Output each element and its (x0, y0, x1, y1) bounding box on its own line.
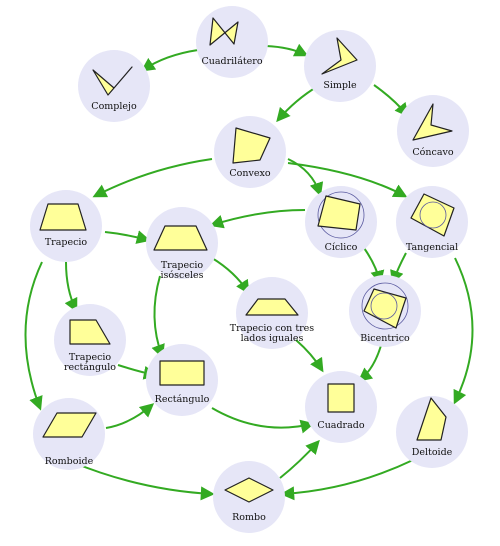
node-label: rectángulo (64, 362, 116, 373)
node-label: Convexo (229, 168, 270, 179)
node-bicentrico: Bicentrico (349, 275, 421, 347)
edges (24, 43, 474, 501)
rectangle-shape (159, 360, 205, 386)
edge-cuadrilatero-simple (265, 43, 309, 57)
edge-convexo-ciclico (287, 158, 324, 197)
inscribed-circle (370, 292, 398, 320)
edge-rectangulo-cuadrado (211, 407, 315, 434)
node-trapecio: Trapecio (30, 190, 102, 262)
concave-quadrilateral-shape (412, 103, 453, 141)
node-deltoide: Deltoide (396, 396, 468, 468)
edge-bicentrico-cuadrado (357, 341, 383, 382)
right-trapezoid-shape (69, 319, 111, 345)
edge-romboide-rombo (71, 461, 215, 501)
node-label: Trapecio (69, 352, 112, 363)
edge-cuadrilatero-complejo (140, 49, 199, 72)
node-tangencial: Tangencial (396, 186, 468, 258)
tangential-quadrilateral-shape (410, 193, 455, 237)
edge-ciclico-isosceles (209, 209, 306, 229)
bowtie-shape (92, 66, 133, 96)
circumscribed-circle (361, 282, 409, 330)
edge-tangencial-deltoide (453, 257, 474, 405)
edge-convexo-trapecio (92, 158, 213, 198)
trapezoid-shape (39, 203, 87, 231)
node-concavo: Cóncavo (397, 95, 469, 167)
node-label: lados iguales (241, 333, 304, 344)
edge-simple-convexo (276, 85, 319, 123)
node-simple: Simple (304, 30, 376, 102)
node-cuadrilatero: Cuadrilátero (196, 6, 268, 78)
node-rombo: Rombo (213, 461, 285, 533)
edge-trapecio-rectangulo-trap (64, 261, 78, 313)
edge-trapecio-romboide (24, 261, 43, 411)
edge-romboide-rectangulo (105, 403, 155, 429)
node-label: Cuadrilátero (201, 56, 262, 67)
node-convexo: Convexo (214, 116, 286, 188)
parallelogram-shape (42, 412, 97, 438)
edge-tres-lados-cuadrado (295, 339, 324, 373)
node-label: Simple (323, 80, 357, 91)
node-trapecio-isosceles: Trapecio isósceles (146, 207, 218, 281)
node-label: Rectángulo (155, 394, 210, 405)
node-label: Cíclico (325, 242, 358, 253)
kite-shape (416, 397, 447, 441)
edge-simple-concavo (373, 84, 409, 118)
node-cuadrado: Cuadrado (305, 371, 377, 443)
self-intersecting-quadrilateral-shape (209, 17, 239, 46)
node-label: isósceles (161, 270, 204, 281)
convex-quadrilateral-shape (232, 127, 271, 164)
simple-quadrilateral-shape (321, 37, 358, 75)
node-trapecio-tres-lados: Trapecio con tres lados iguales (230, 277, 315, 349)
node-ciclico: Cíclico (305, 186, 377, 258)
node-label: Deltoide (412, 447, 453, 458)
cyclic-quadrilateral-shape (317, 195, 361, 231)
isosceles-trapezoid-shape (153, 225, 208, 251)
node-label: Cóncavo (412, 147, 453, 158)
node-label: Trapecio (161, 260, 204, 271)
node-label: Bicentrico (360, 333, 410, 344)
edge-convexo-tangencial (287, 162, 408, 198)
node-label: Romboide (45, 456, 94, 467)
node-label: Rombo (232, 512, 266, 523)
inscribed-circle (419, 201, 447, 229)
node-label: Trapecio (45, 237, 88, 248)
rhombus-shape (224, 477, 274, 503)
node-label: Tangencial (406, 242, 458, 253)
node-label: Complejo (91, 101, 137, 112)
node-romboide: Romboide (33, 398, 105, 470)
square-shape (327, 383, 355, 413)
edge-deltoide-rombo (280, 459, 414, 501)
node-label: Trapecio con tres (230, 323, 315, 334)
node-label: Cuadrado (317, 420, 364, 431)
node-rectangulo: Rectángulo (146, 344, 218, 416)
node-complejo: Complejo (78, 50, 150, 122)
edge-rombo-cuadrado (279, 439, 320, 479)
edge-trapecio-isosceles (104, 230, 151, 244)
three-equal-sides-trapezoid-shape (245, 298, 299, 316)
edge-isosceles-tres-lados (211, 257, 250, 295)
bicentric-quadrilateral-shape (363, 288, 407, 329)
circumscribed-circle (317, 191, 365, 239)
edge-isosceles-rectangulo (151, 275, 165, 359)
node-trapecio-rectangulo: Trapecio rectángulo (54, 304, 126, 376)
